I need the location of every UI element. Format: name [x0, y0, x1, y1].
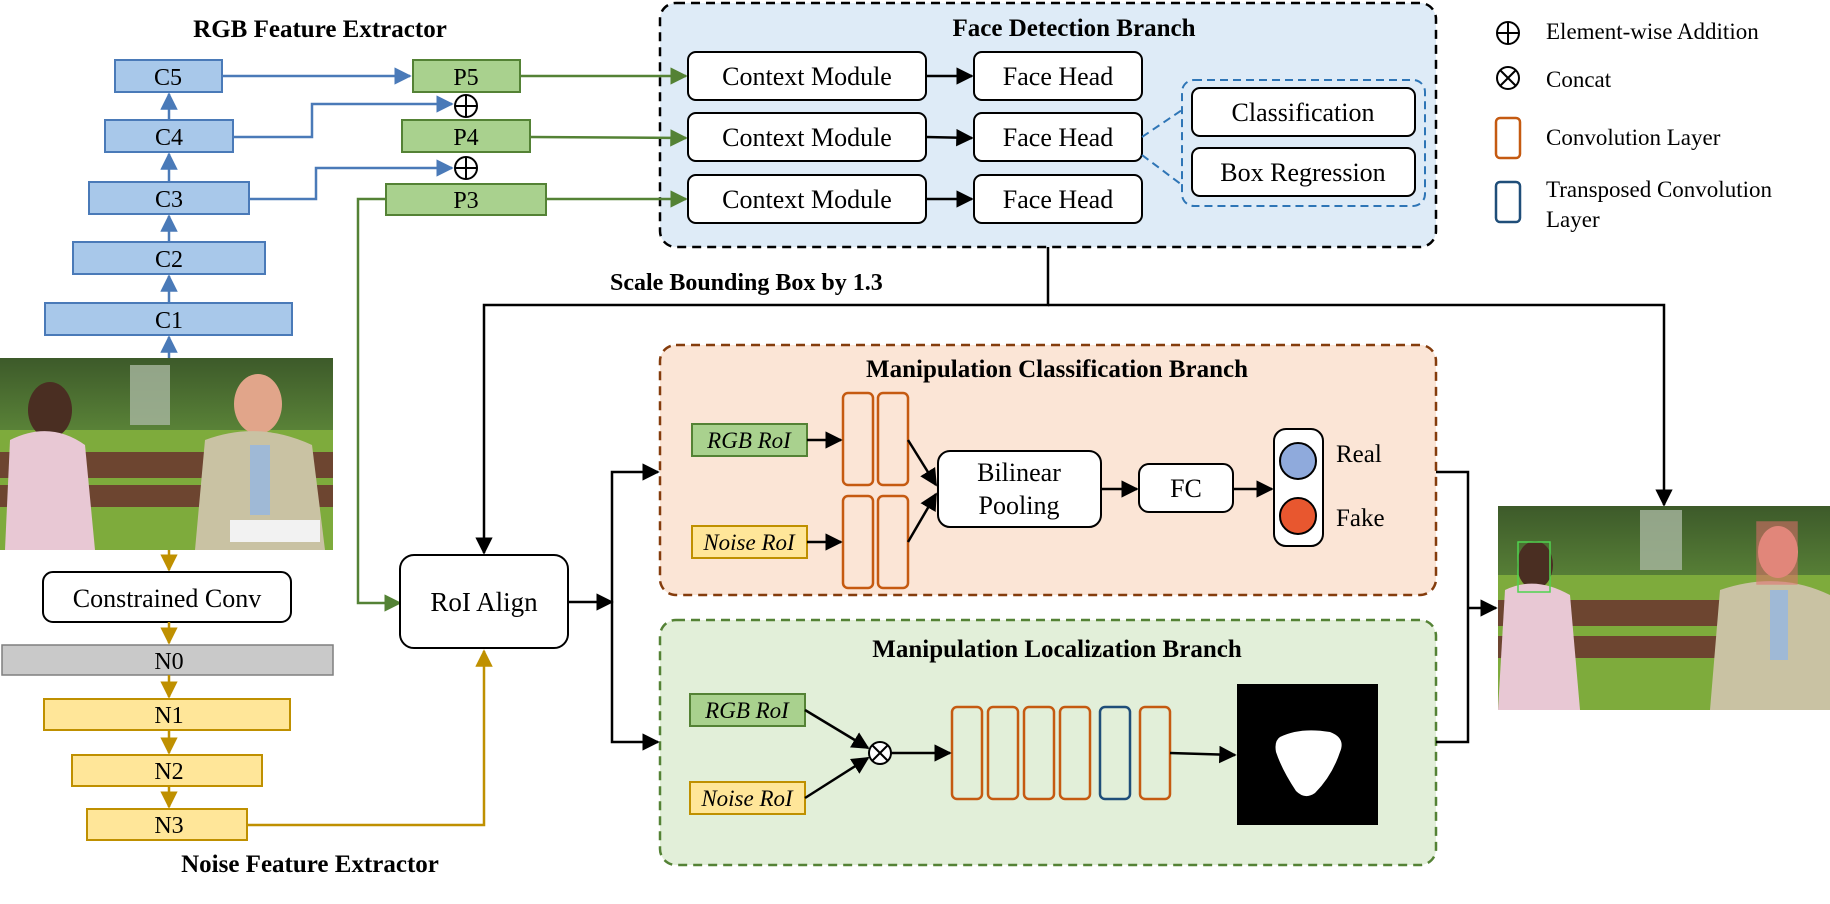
context-label-2: Context Module: [722, 123, 892, 152]
loc-conv-2: [986, 705, 1020, 801]
classification-box: [1191, 87, 1416, 137]
c4-label: C4: [155, 125, 183, 151]
addition-icon-p3: [454, 156, 478, 180]
n3-label: N3: [154, 813, 183, 839]
n2-label: N2: [154, 759, 183, 785]
p5-label: P5: [453, 65, 478, 91]
c3-label: C3: [155, 187, 183, 213]
bilinear-label-2: Pooling: [979, 491, 1060, 520]
loc-conv-3: [1022, 705, 1056, 801]
c5-block: [114, 59, 223, 93]
constrained-conv-label: Constrained Conv: [73, 584, 262, 613]
legend-tconv-label-1: Transposed Convolution: [1546, 177, 1772, 202]
face-head-1: [973, 51, 1143, 101]
cls-rgb-roi-label: RGB RoI: [706, 428, 792, 453]
loc-rgb-roi: [689, 693, 806, 727]
c5-label: C5: [154, 65, 182, 91]
loc-tconv: [1098, 705, 1132, 801]
constrained-conv-block: [42, 571, 292, 623]
addition-icon-p4: [454, 94, 478, 118]
legend-addition-icon: [1496, 21, 1520, 45]
face-branch-title: Face Detection Branch: [953, 15, 1196, 42]
legend-conv-swatch: [1494, 116, 1522, 160]
face-head-label-1: Face Head: [1003, 62, 1113, 91]
face-head-detail-group: [1181, 79, 1426, 207]
context-label-1: Context Module: [722, 62, 892, 91]
box-regression-box: [1191, 147, 1416, 197]
input-image: [0, 358, 333, 550]
p4-block: [401, 119, 531, 153]
legend-conv-label: Convolution Layer: [1546, 125, 1721, 150]
legend-tconv-label-2: Layer: [1546, 207, 1600, 232]
p4-label: P4: [453, 125, 478, 151]
c1-label: C1: [155, 308, 183, 334]
concat-icon-loc: [868, 741, 892, 765]
n0-label: N0: [154, 649, 183, 675]
n0-block: [1, 644, 334, 676]
output-image: [1498, 506, 1830, 710]
noise-extractor-title: Noise Feature Extractor: [181, 851, 439, 878]
c2-label: C2: [155, 247, 183, 273]
detected-face-box-2: [1756, 521, 1798, 585]
loc-rgb-roi-label: RGB RoI: [704, 698, 790, 723]
c1-block: [44, 302, 293, 336]
face-head-label-3: Face Head: [1003, 185, 1113, 214]
scale-note: Scale Bounding Box by 1.3: [610, 270, 883, 296]
legend-tconv-swatch: [1494, 180, 1522, 224]
detected-face-box-1: [1517, 541, 1551, 593]
context-label-3: Context Module: [722, 185, 892, 214]
cls-branch-title: Manipulation Classification Branch: [866, 356, 1248, 383]
face-head-label-2: Face Head: [1003, 123, 1113, 152]
rgb-extractor-title: RGB Feature Extractor: [193, 16, 447, 43]
fake-label: Fake: [1336, 505, 1385, 532]
box-regression-label: Box Regression: [1220, 158, 1385, 187]
fc-label: FC: [1170, 474, 1202, 503]
loc-noise-roi-label: Noise RoI: [700, 786, 794, 811]
fake-node: [1279, 497, 1317, 535]
face-head-3: [973, 174, 1143, 224]
cls-conv-2a: [841, 494, 875, 590]
p3-label: P3: [453, 188, 478, 214]
loc-branch-title: Manipulation Localization Branch: [872, 636, 1242, 663]
cls-conv-1b: [876, 391, 910, 487]
loc-conv-4: [1058, 705, 1092, 801]
n1-block: [43, 698, 291, 731]
n1-label: N1: [154, 703, 183, 729]
legend-concat-icon: [1496, 66, 1520, 90]
p5-block: [412, 59, 521, 93]
cls-noise-roi-label: Noise RoI: [702, 530, 796, 555]
c3-block: [88, 181, 250, 215]
c2-block: [72, 241, 266, 275]
classification-label: Classification: [1232, 98, 1375, 127]
real-node: [1279, 442, 1317, 480]
bilinear-label-1: Bilinear: [977, 458, 1061, 487]
n2-block: [71, 754, 263, 787]
legend-addition-label: Element-wise Addition: [1546, 19, 1759, 44]
legend: Element-wise Addition Concat Convolution…: [1494, 19, 1772, 232]
roi-align-label: RoI Align: [430, 587, 538, 617]
cls-conv-1a: [841, 391, 875, 487]
c4-block: [104, 119, 234, 153]
mask-output: [1237, 684, 1378, 825]
loc-conv-1: [950, 705, 984, 801]
cls-rgb-roi: [691, 423, 808, 457]
real-label: Real: [1336, 441, 1382, 468]
legend-concat-label: Concat: [1546, 67, 1612, 92]
